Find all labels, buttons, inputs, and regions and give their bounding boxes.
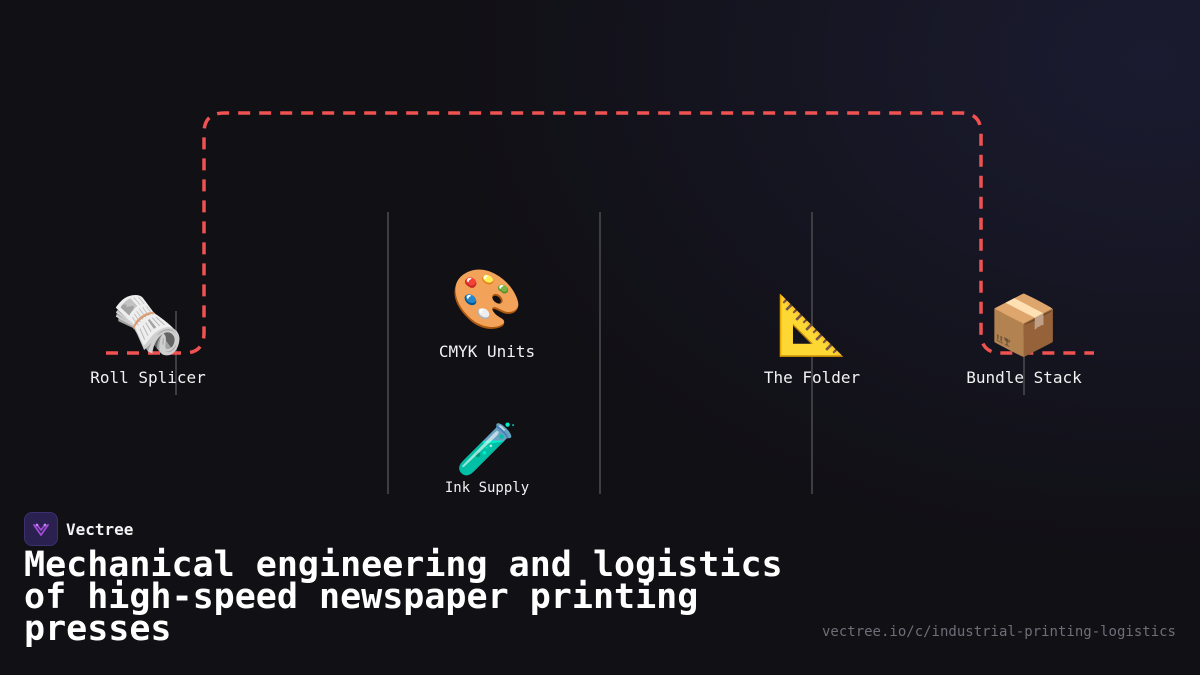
- package-icon: 📦: [987, 291, 1061, 359]
- vectree-logo-icon: [24, 512, 58, 546]
- test-tube-icon: 🧪: [455, 420, 519, 478]
- node-cmyk-units: 🎨 CMYK Units: [439, 270, 535, 361]
- page-title: Mechanical engineering and logistics of …: [24, 545, 783, 649]
- node-label: Roll Splicer: [90, 368, 206, 387]
- divider-line: [811, 212, 813, 494]
- node-bundle-stack: 📦 Bundle Stack: [966, 296, 1082, 387]
- brand-name: Vectree: [66, 519, 134, 539]
- divider-line: [599, 212, 601, 494]
- node-label: Bundle Stack: [966, 368, 1082, 387]
- node-the-folder: 📐 The Folder: [764, 296, 860, 387]
- node-label: Ink Supply: [444, 480, 530, 496]
- palette-icon: 🎨: [450, 265, 524, 333]
- node-ink-supply: 🧪 Ink Supply: [445, 424, 529, 496]
- node-label: The Folder: [763, 368, 861, 387]
- node-roll-splicer: 🗞️ Roll Splicer: [90, 296, 206, 387]
- divider-line: [387, 212, 389, 494]
- newspaper-icon: 🗞️: [111, 291, 185, 359]
- triangular-ruler-icon: 📐: [775, 291, 849, 359]
- node-label: CMYK Units: [438, 342, 536, 361]
- source-url: vectree.io/c/industrial-printing-logisti…: [821, 624, 1176, 640]
- brand: Vectree: [24, 512, 133, 546]
